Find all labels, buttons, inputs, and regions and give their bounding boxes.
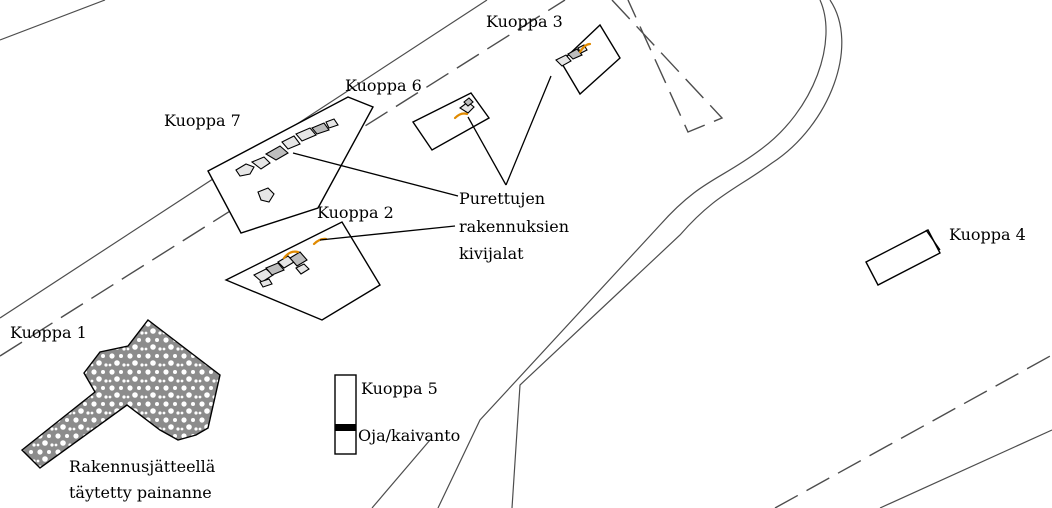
stone [463, 97, 474, 107]
pit-6-features [453, 97, 475, 120]
stone [555, 54, 572, 67]
road-branch-dashed [611, 0, 724, 133]
pit-3-features [555, 42, 592, 67]
stone [265, 262, 285, 276]
stone [295, 127, 317, 142]
curved-road-edge-outer [437, 0, 827, 508]
leader-pit-2 [319, 225, 456, 241]
label-ditch: Oja/kaivanto [358, 426, 460, 445]
label-rubble-fill-line-1: Rakennusjätteellä [69, 457, 216, 476]
stone [295, 263, 310, 275]
leader-pit-6 [467, 116, 507, 186]
curved-road-edge-lower [371, 439, 431, 508]
stone [257, 187, 275, 203]
stone [567, 48, 583, 60]
orange-feature [578, 42, 592, 54]
label-rubble-fill-line-2: täytetty painanne [69, 483, 212, 502]
pit-4-outline [865, 229, 941, 286]
leader-lines [292, 75, 941, 251]
curved-road-edge-inner [511, 0, 843, 508]
stone [311, 122, 330, 135]
road-right-edge [879, 429, 1052, 508]
label-kuoppa-5: Kuoppa 5 [361, 379, 438, 398]
label-foundations-line-1: Purettujen [459, 189, 545, 208]
road-right-dashed [774, 354, 1052, 508]
label-kuoppa-2: Kuoppa 2 [317, 203, 394, 222]
stone [259, 278, 273, 288]
pit-5-outline [334, 374, 357, 455]
pit-7-outline [207, 96, 374, 234]
label-kuoppa-6: Kuoppa 6 [345, 76, 422, 95]
pit-2-stones [253, 237, 328, 288]
label-kuoppa-4: Kuoppa 4 [949, 225, 1026, 244]
label-kuoppa-7: Kuoppa 7 [164, 111, 241, 130]
pit-7-stones [235, 118, 339, 203]
stone [325, 118, 339, 129]
pit-6-outline [411, 92, 491, 151]
leader-pit-7 [292, 152, 459, 197]
stone [264, 145, 289, 161]
label-kuoppa-3: Kuoppa 3 [486, 12, 563, 31]
road-edge-top-left [0, 0, 106, 41]
ditch-band [335, 424, 356, 431]
rubble-filled-depression [20, 319, 221, 469]
stone [281, 135, 301, 150]
stone [235, 163, 255, 177]
label-foundations-line-2: rakennuksien [459, 217, 569, 236]
label-foundations-line-3: kivijalat [459, 244, 524, 263]
orange-feature [453, 112, 469, 120]
leader-pit-4 [925, 229, 941, 251]
label-kuoppa-1: Kuoppa 1 [10, 323, 87, 342]
pit-3-outline [560, 23, 621, 96]
stone [289, 251, 308, 267]
stone [250, 156, 271, 170]
leader-pit-3 [505, 75, 552, 186]
